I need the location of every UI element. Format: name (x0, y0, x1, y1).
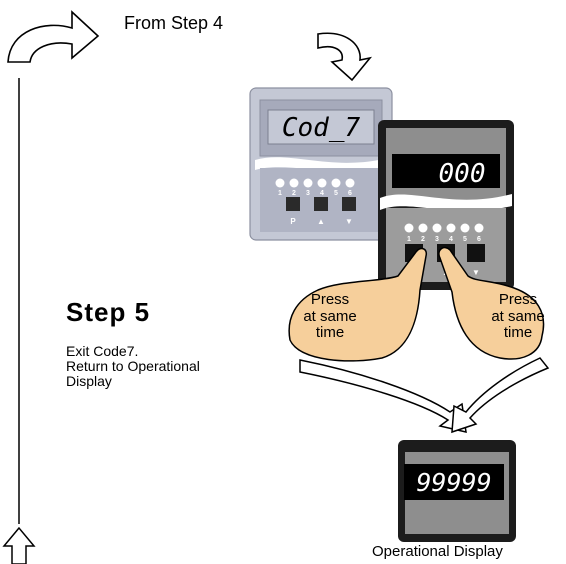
front-led-label: 2 (421, 236, 425, 243)
curved-arrow-icon (7, 10, 100, 63)
right-hand-icon (438, 246, 545, 360)
curved-down-arrow-icon (317, 32, 373, 82)
step-description: Exit Code7. Return to Operational Displa… (66, 344, 200, 389)
left-hand-label: time (316, 324, 344, 341)
back-button-label: ▲ (317, 217, 325, 226)
step-description-line: Return to Operational (66, 358, 200, 374)
back-led-label: 5 (334, 190, 338, 197)
front-meter (378, 120, 514, 290)
operational-meter (398, 440, 516, 542)
left-hand-label: at same (303, 308, 356, 325)
left-hand-icon (288, 247, 428, 362)
step-description-line: Display (66, 373, 112, 389)
back-led-label: 2 (292, 190, 296, 197)
front-led-label: 1 (407, 236, 411, 243)
back-meter (249, 87, 393, 241)
front-meter-display: 000 (439, 159, 486, 189)
right-hand-label: time (504, 324, 532, 341)
step-title: Step 5 (66, 297, 151, 327)
operational-display-value: 99999 (416, 468, 491, 497)
converging-arrow-icon (299, 357, 550, 434)
back-led-label: 1 (278, 190, 282, 197)
operational-display-caption: Operational Display (372, 543, 503, 560)
back-led-label: 6 (348, 190, 352, 197)
back-button-label: P (290, 217, 296, 226)
front-led-label: 3 (435, 236, 439, 243)
front-led-label: 5 (463, 236, 467, 243)
front-led-label: 6 (477, 236, 481, 243)
front-led-label: 4 (449, 236, 453, 243)
left-hand-label: Press (311, 291, 349, 308)
up-arrow-icon (2, 526, 36, 564)
back-led-label: 3 (306, 190, 310, 197)
step-description-line: Exit Code7. (66, 343, 139, 359)
back-led-label: 4 (320, 190, 324, 197)
back-meter-display: Cod_7 (282, 113, 361, 143)
back-button-label: ▼ (345, 217, 353, 226)
from-step-label: From Step 4 (124, 13, 224, 33)
front-button-label: ▼ (472, 268, 480, 277)
right-hand-label: at same (491, 308, 544, 325)
right-hand-label: Press (499, 291, 537, 308)
